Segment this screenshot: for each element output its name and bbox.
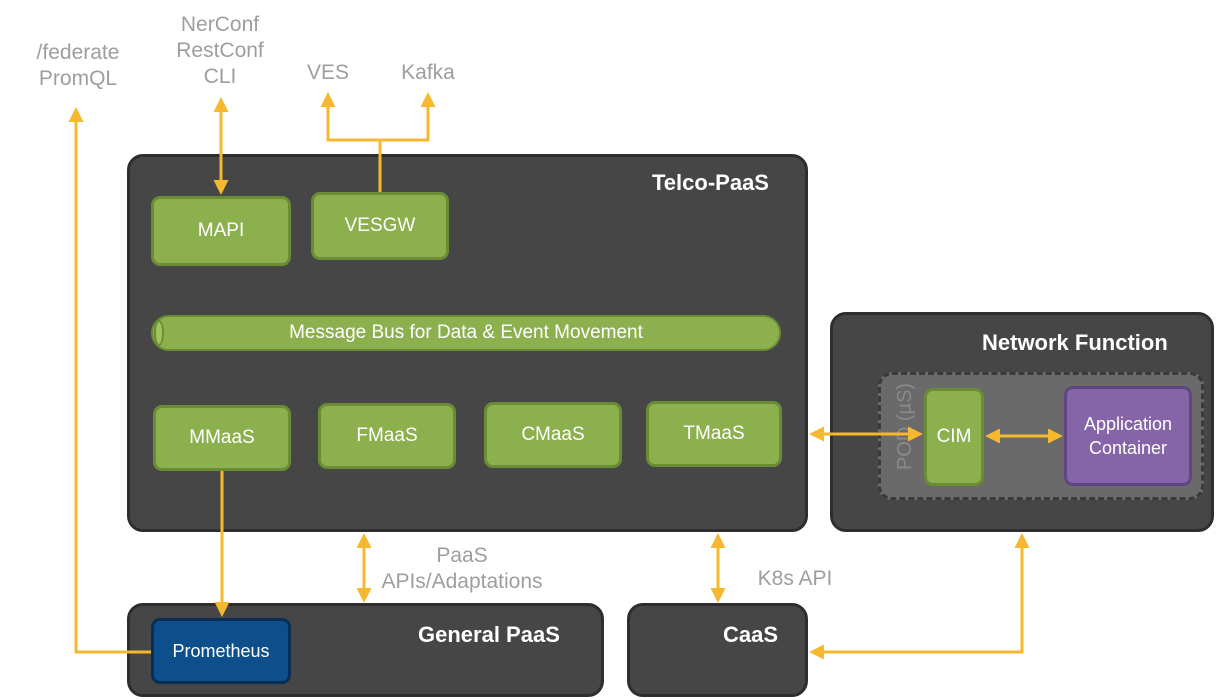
label-kafka: Kafka xyxy=(401,61,455,84)
arrow-vesgw-ves xyxy=(320,92,382,192)
label-netconf: NerConf xyxy=(180,13,260,36)
message-bus-label: Message Bus for Data & Event Movement xyxy=(289,322,643,343)
label-promql: PromQL xyxy=(38,67,118,90)
network-function-title: Network Function xyxy=(982,330,1168,355)
cmaas-box[interactable]: CMaaS xyxy=(484,402,622,468)
label-ves: VES xyxy=(306,61,350,84)
label-federate: /federate xyxy=(36,41,120,64)
label-cli: CLI xyxy=(203,65,237,88)
fmaas-box[interactable]: FMaaS xyxy=(318,403,456,469)
general-paas-title: General PaaS xyxy=(418,622,560,647)
app-container-line2: Container xyxy=(1088,438,1168,458)
arrow-prometheus-federate xyxy=(68,107,151,654)
prometheus-box[interactable]: Prometheus xyxy=(151,618,291,684)
mmaas-box[interactable]: MMaaS xyxy=(153,405,291,471)
arrow-caas-nf xyxy=(809,533,1030,660)
cim-box[interactable]: CIM xyxy=(924,388,984,486)
label-paas-apis: APIs/Adaptations xyxy=(381,570,543,593)
mapi-box[interactable]: MAPI xyxy=(151,196,291,266)
caas-title: CaaS xyxy=(723,622,779,647)
label-restconf: RestConf xyxy=(176,39,264,62)
bus-cap-icon xyxy=(154,320,164,346)
app-container-line1: Application xyxy=(1083,414,1173,434)
application-container-box[interactable]: Application Container xyxy=(1064,386,1192,486)
caas-panel xyxy=(627,603,808,697)
message-bus[interactable]: Message Bus for Data & Event Movement xyxy=(151,315,781,351)
label-paas: PaaS xyxy=(436,544,488,567)
tmaas-box[interactable]: TMaaS xyxy=(646,401,782,467)
telco-paas-title: Telco-PaaS xyxy=(652,170,769,195)
vesgw-box[interactable]: VESGW xyxy=(311,192,449,260)
arrow-vesgw-kafka xyxy=(380,92,436,142)
